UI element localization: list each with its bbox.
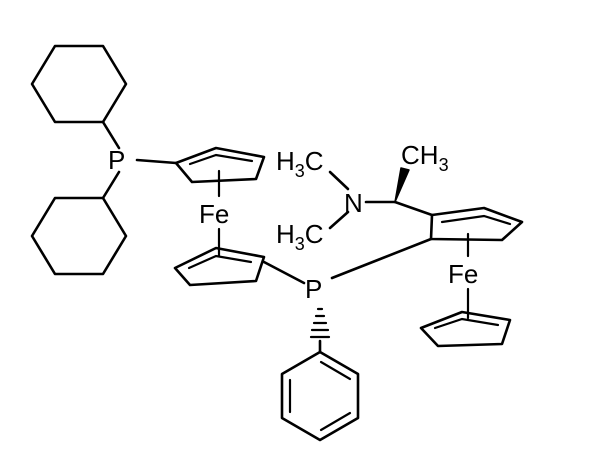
bond-stereocenter-cp	[393, 200, 434, 217]
methyl-bottom-left: H3C	[276, 219, 324, 254]
phenyl-ring	[280, 350, 360, 442]
methyl-top-left: H3C	[276, 146, 324, 181]
cp-ring-lower-left-inner	[187, 254, 253, 270]
cyclohexyl-ring-top	[30, 44, 128, 124]
cp-ring-upper-left	[174, 146, 266, 184]
bond-ch3-top-n	[328, 170, 350, 191]
atom-p-left: P	[108, 145, 125, 175]
cp-ring-upper-right-inner	[440, 214, 512, 226]
atom-p-center: P	[305, 274, 322, 304]
wedge-stereocenter-methyl	[394, 167, 410, 203]
cp-ring-lower-right	[419, 310, 512, 348]
atom-fe-left: Fe	[199, 199, 229, 229]
hashed-wedge-p-phenyl	[309, 307, 331, 339]
phenyl-double-1	[319, 360, 352, 381]
atom-fe-right: Fe	[448, 259, 478, 289]
bond-ch3-bottom-n	[328, 210, 350, 230]
atom-nitrogen: N	[344, 188, 363, 218]
cp-ring-lower-left	[173, 246, 266, 287]
bond-p-cp1	[135, 158, 178, 165]
cyclohexyl-ring-bottom	[30, 196, 128, 276]
bond-cy2-p	[101, 170, 121, 200]
cp-ring-upper-right	[429, 206, 524, 242]
bond-p-cp-right	[330, 237, 433, 280]
phenyl-double-2	[319, 411, 352, 432]
methyl-right: CH3	[401, 140, 449, 175]
bond-cy1-p	[101, 120, 121, 150]
cp-ring-upper-left-inner	[188, 153, 254, 166]
bond-cp-p-center	[262, 260, 306, 285]
cp-ring-lower-right-inner	[433, 317, 500, 330]
